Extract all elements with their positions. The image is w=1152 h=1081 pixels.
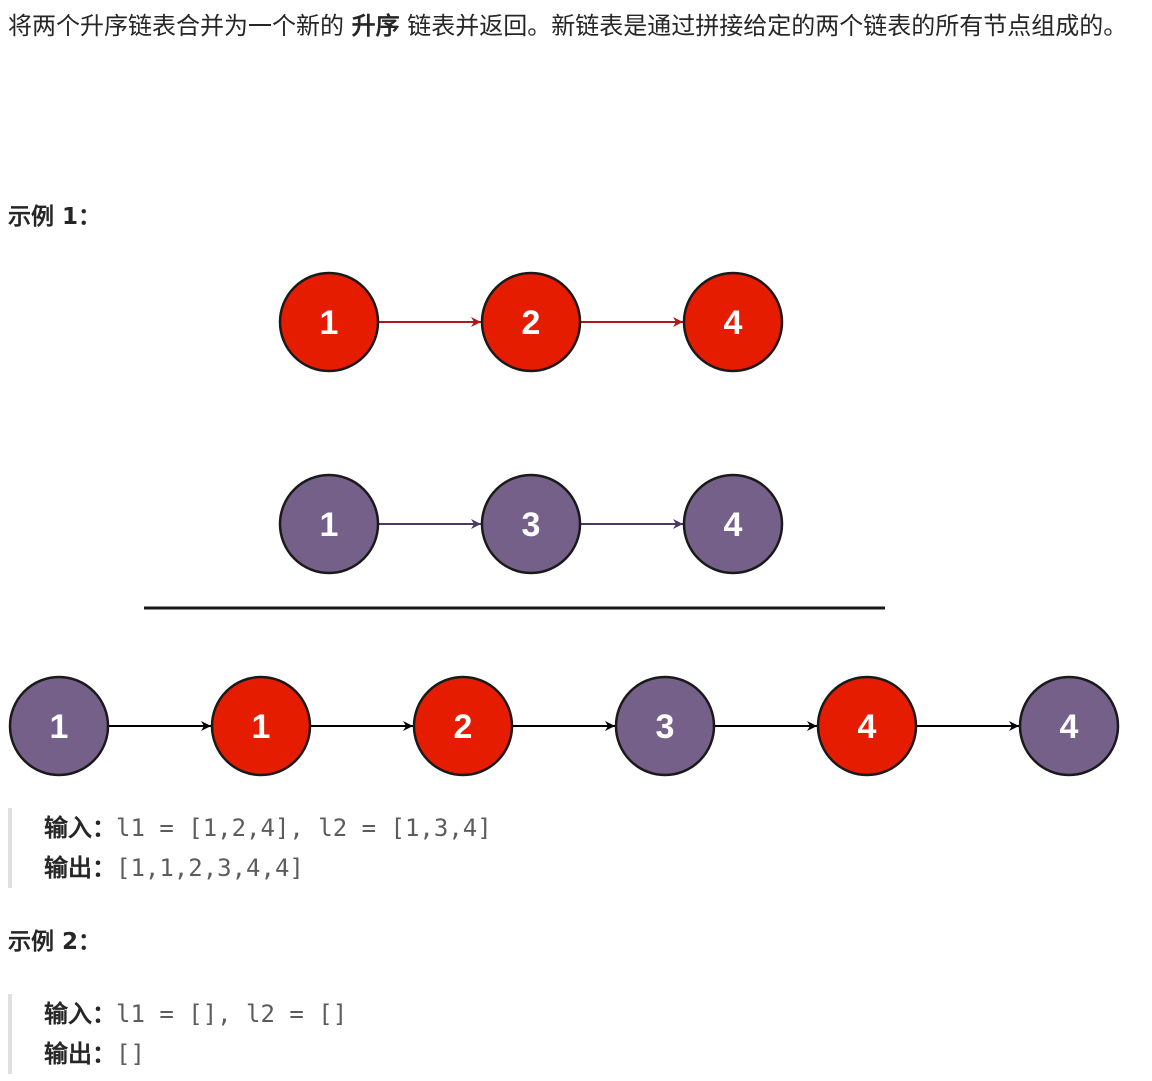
merged-node-label-1: 1	[50, 708, 69, 746]
merged-node-1	[8, 675, 110, 777]
example-2-input-value: l1 = [], l2 = []	[116, 1000, 348, 1028]
example-1-input-value: l1 = [1,2,4], l2 = [1,3,4]	[116, 814, 492, 842]
description-text-2: 链表并返回。新链表是通过拼接给定的两个链表的所有节点组成的。	[399, 12, 1128, 40]
problem-description: 将两个升序链表合并为一个新的 升序 链表并返回。新链表是通过拼接给定的两个链表的…	[8, 6, 1144, 46]
list-1-node-label-3: 4	[724, 304, 743, 342]
example-1-input-line: 输入：l1 = [1,2,4], l2 = [1,3,4]	[44, 808, 1152, 848]
example-2-output-value: []	[116, 1040, 145, 1068]
merged-node-6	[1018, 675, 1120, 777]
example-1-output-line: 输出：[1,1,2,3,4,4]	[44, 848, 1152, 888]
description-text-1: 将两个升序链表合并为一个新的	[8, 12, 352, 40]
linked-list-merge-diagram: 1 2 4 1 3 4 1 1 2 3 4 4	[8, 271, 1120, 777]
merged-node-label-5: 4	[858, 708, 877, 746]
example-1-heading: 示例 1：	[8, 204, 102, 230]
list-2-node-3	[682, 473, 784, 575]
merged-node-5	[816, 675, 918, 777]
example-2-output-line: 输出：[]	[44, 1034, 1152, 1074]
merged-node-label-2: 1	[252, 708, 271, 746]
merged-node-4	[614, 675, 716, 777]
example-2-heading: 示例 2：	[8, 929, 102, 955]
merged-node-3	[412, 675, 514, 777]
example-1-output-label: 输出：	[44, 854, 116, 882]
list-1: 1 2 4	[278, 271, 784, 373]
example-1-block: 输入：l1 = [1,2,4], l2 = [1,3,4] 输出：[1,1,2,…	[8, 808, 1152, 888]
list-2-node-label-1: 1	[320, 506, 339, 544]
example-2-block: 输入：l1 = [], l2 = [] 输出：[]	[8, 994, 1152, 1074]
list-1-node-label-1: 1	[320, 304, 339, 342]
list-2-node-label-2: 3	[522, 506, 541, 544]
list-1-node-1	[278, 271, 380, 373]
example-2-output-label: 输出：	[44, 1040, 116, 1068]
list-1-node-label-2: 2	[522, 304, 541, 342]
merged-node-label-4: 3	[656, 708, 675, 746]
example-2-input-line: 输入：l1 = [], l2 = []	[44, 994, 1152, 1034]
list-2-node-label-3: 4	[724, 506, 743, 544]
merged-list: 1 1 2 3 4 4	[8, 675, 1120, 777]
example-1-output-value: [1,1,2,3,4,4]	[116, 854, 304, 882]
list-1-node-3	[682, 271, 784, 373]
example-2-input-label: 输入：	[44, 1000, 116, 1028]
list-1-node-2	[480, 271, 582, 373]
merged-node-2	[210, 675, 312, 777]
description-bold-term: 升序	[351, 12, 400, 40]
list-2-node-2	[480, 473, 582, 575]
merged-node-label-6: 4	[1060, 708, 1079, 746]
merged-node-label-3: 2	[454, 708, 473, 746]
list-2: 1 3 4	[278, 473, 784, 575]
list-2-node-1	[278, 473, 380, 575]
example-1-input-label: 输入：	[44, 814, 116, 842]
